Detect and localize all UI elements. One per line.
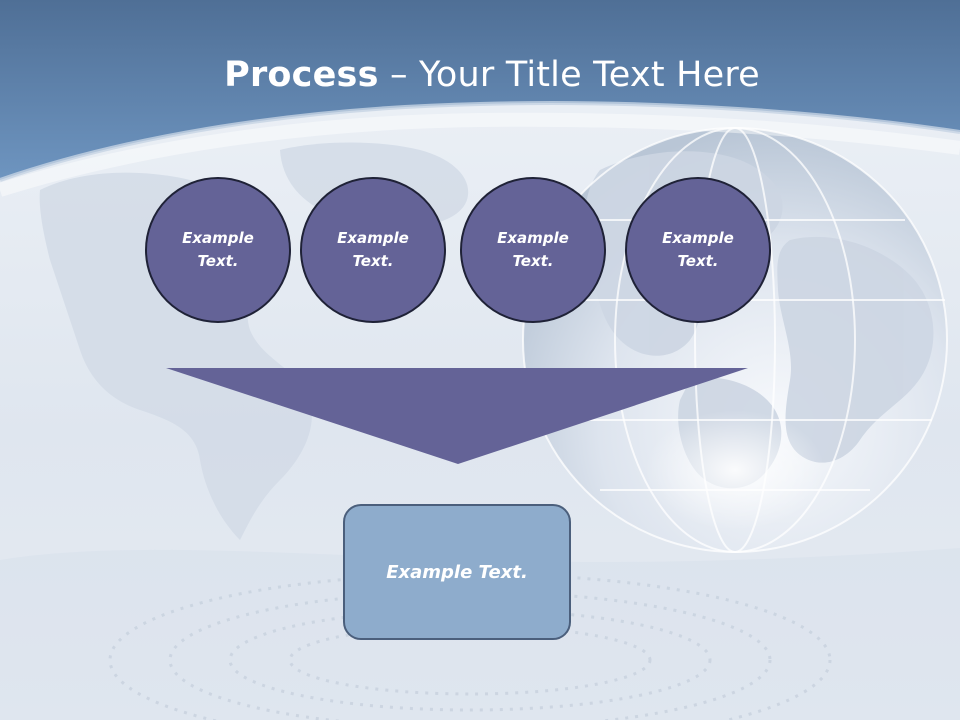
result-box: Example Text. (343, 504, 571, 640)
title-bold: Process (224, 55, 379, 95)
step-label: Example Text. (497, 229, 569, 270)
step-label: Example Text. (662, 229, 734, 270)
slide-title: Process – Your Title Text Here (0, 50, 960, 100)
step-circle-2: Example Text. (300, 177, 446, 323)
step-label: Example Text. (182, 229, 254, 270)
step-circle-1: Example Text. (145, 177, 291, 323)
step-label: Example Text. (337, 229, 409, 270)
step-circle-4: Example Text. (625, 177, 771, 323)
step-circle-3: Example Text. (460, 177, 606, 323)
title-rest: – Your Title Text Here (378, 55, 760, 95)
result-label: Example Text. (386, 561, 528, 583)
